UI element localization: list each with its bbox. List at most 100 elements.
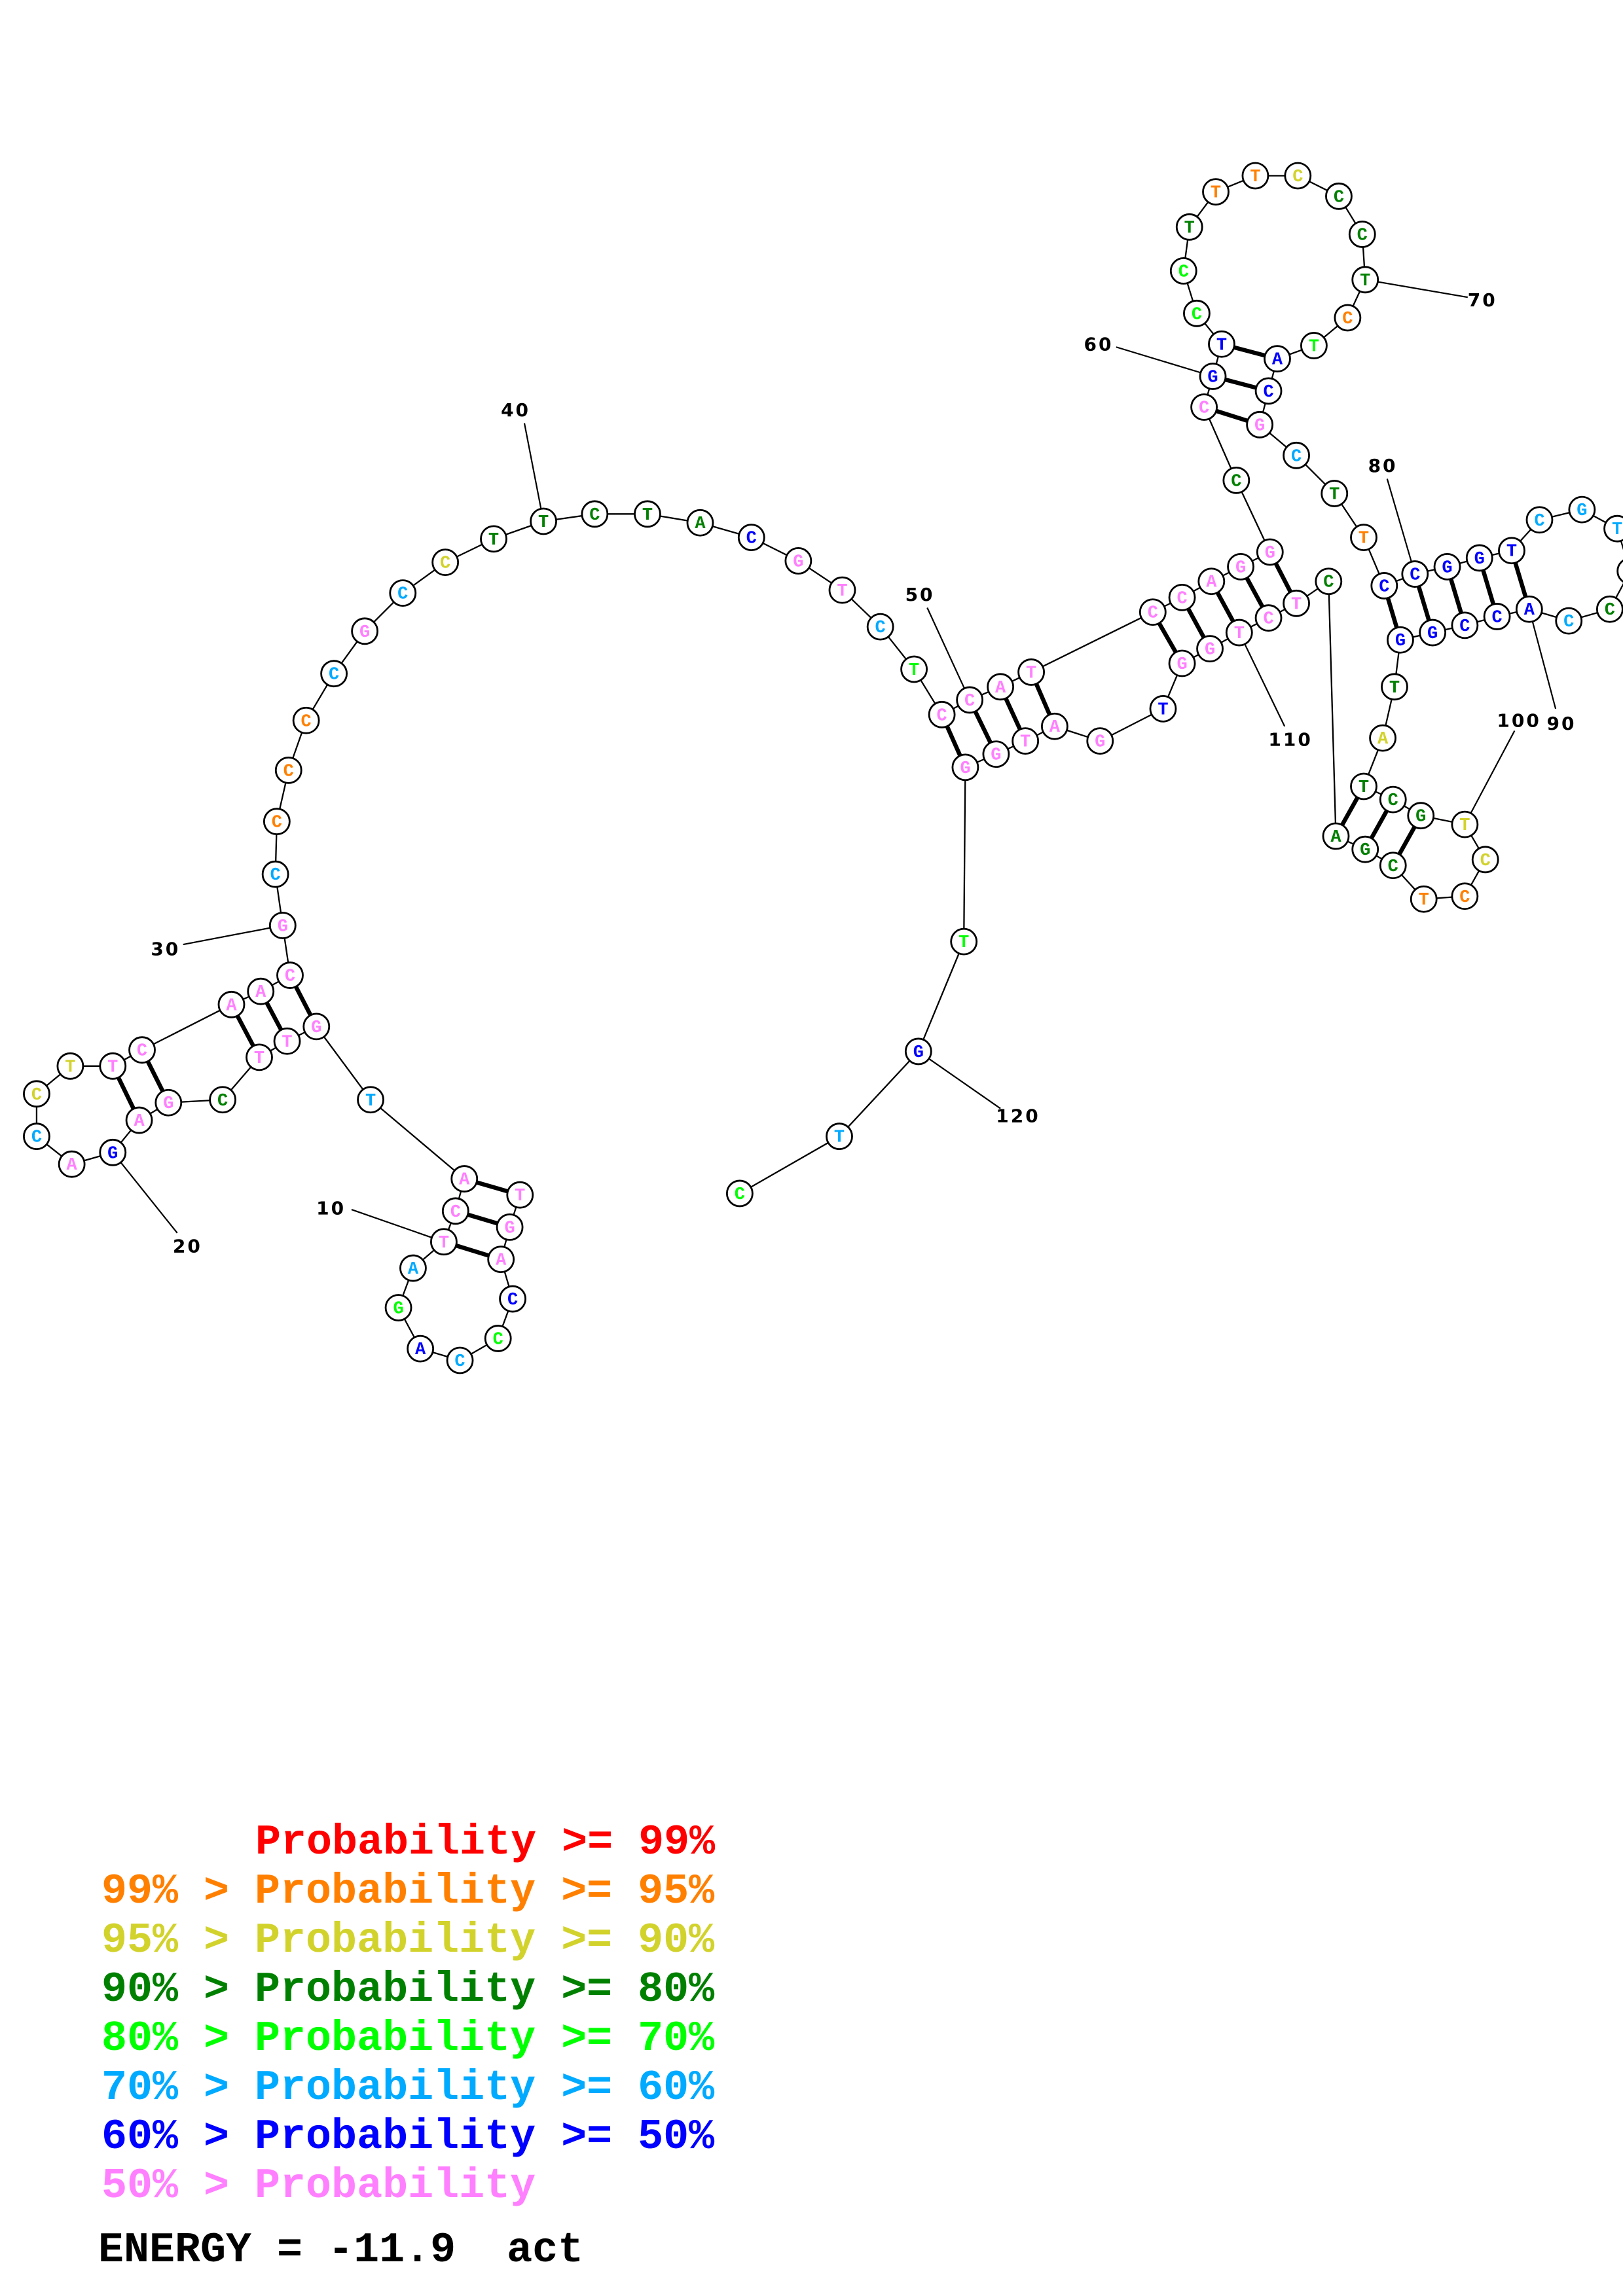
nucleotide: A: [1616, 559, 1623, 583]
nucleotide: T: [1351, 266, 1379, 294]
nucleotide: T: [530, 507, 557, 535]
nucleotide-circle: [1350, 772, 1377, 800]
nucleotide: G: [982, 740, 1010, 768]
nucleotide-letter: G: [278, 918, 288, 937]
nucleotide: G: [1407, 802, 1435, 830]
nucleotide-letter: T: [1506, 543, 1517, 562]
nucleotide-letter: A: [1524, 601, 1535, 620]
nucleotide-circle: [1348, 221, 1376, 248]
energy-readout: ENERGY = -11.9 act: [98, 2226, 583, 2274]
nucleotide: A: [987, 673, 1015, 701]
legend-row-lt50: 50% > Probability: [101, 2162, 536, 2210]
position-label-leader: [1464, 730, 1516, 825]
nucleotide-circle: [1284, 162, 1312, 190]
position-label-leader: [1386, 478, 1416, 575]
nucleotide-letter: T: [1020, 733, 1030, 753]
position-label-leader: [918, 1050, 1001, 1109]
nucleotide-circle: [1407, 802, 1435, 830]
nucleotide: T: [430, 1228, 458, 1256]
legend-row-ge80: 90% > Probability >= 80%: [101, 1965, 715, 2014]
nucleotide-letter: C: [1563, 613, 1574, 632]
nucleotide-letter: C: [937, 706, 947, 726]
legend-row-ge95: 99% > Probability >= 95%: [101, 1867, 715, 1916]
nucleotide: C: [1451, 611, 1479, 639]
nucleotide: T: [99, 1052, 127, 1080]
nucleotide-circle: [828, 576, 856, 604]
nucleotide-letter: C: [217, 1092, 228, 1111]
nucleotide: C: [23, 1080, 50, 1108]
nucleotide: C: [1379, 852, 1407, 880]
position-label: 70: [1468, 289, 1497, 311]
position-label-leader: [1238, 632, 1286, 727]
nucleotide-circle: [686, 509, 714, 537]
nucleotide: G: [1227, 552, 1254, 581]
nucleotide-circle: [292, 706, 320, 734]
nucleotide-circle: [1283, 589, 1310, 617]
nucleotide: C: [1283, 441, 1310, 469]
legend-row-ge60: 70% > Probability >= 60%: [101, 2064, 715, 2112]
nucleotide: G: [1199, 363, 1227, 390]
backbone-link: [1328, 581, 1337, 836]
nucleotide: T: [1283, 589, 1310, 617]
nucleotide-letter: G: [1427, 624, 1438, 644]
nucleotide-letter: A: [255, 983, 266, 1003]
nucleotide-letter: C: [746, 529, 757, 549]
nucleotide-circle: [1017, 658, 1046, 686]
nucleotide-letter: C: [272, 814, 282, 833]
nucleotide: T: [1498, 537, 1525, 565]
nucleotide-letter: C: [1459, 617, 1470, 637]
nucleotide-letter: T: [254, 1049, 264, 1069]
nucleotide-letter: T: [834, 1128, 845, 1148]
nucleotide-letter: G: [311, 1018, 321, 1038]
nucleotide-letter: C: [31, 1086, 42, 1105]
nucleotide-letter: G: [1415, 808, 1426, 827]
nucleotide-letter: C: [1292, 168, 1303, 187]
nucleotide-circle: [1283, 441, 1310, 469]
position-label: 120: [996, 1105, 1040, 1126]
nucleotide: G: [1568, 495, 1596, 524]
nucleotide-circle: [1419, 619, 1447, 647]
nucleotide-circle: [1254, 604, 1283, 632]
nucleotide-circle: [1041, 712, 1068, 740]
nucleotide: C: [446, 1346, 474, 1374]
nucleotide-circle: [23, 1080, 50, 1108]
nucleotide-circle: [1433, 552, 1461, 581]
nucleotide: T: [1321, 480, 1349, 507]
nucleotide: C: [1284, 162, 1312, 190]
nucleotide-letter: C: [1263, 383, 1273, 403]
nucleotide: T: [900, 655, 928, 683]
nucleotide: T: [1451, 810, 1479, 838]
nucleotide-circle: [351, 617, 379, 645]
nucleotide-letter: C: [964, 692, 975, 711]
nucleotide-letter: T: [439, 1234, 449, 1253]
nucleotide-circle: [1199, 363, 1227, 390]
nucleotide: G: [1419, 619, 1447, 647]
nucleotide-circle: [1369, 724, 1396, 752]
nucleotide-circle: [23, 1122, 50, 1151]
nucleotide-letter: C: [1491, 608, 1502, 628]
nucleotide: T: [1175, 213, 1203, 241]
nucleotide-circle: [1451, 810, 1479, 838]
nucleotide-circle: [1350, 524, 1377, 552]
nucleotide-letter: C: [1199, 399, 1209, 418]
nucleotide-circle: [1555, 607, 1583, 635]
nucleotide: C: [725, 1179, 754, 1208]
nucleotide: C: [263, 808, 291, 836]
nucleotide-letter: C: [1178, 262, 1189, 282]
nucleotide-circle: [866, 613, 894, 641]
nucleotide: T: [1300, 332, 1328, 359]
nucleotide-letter: C: [1291, 447, 1302, 467]
nucleotide: C: [1483, 603, 1511, 630]
position-label-leader: [1365, 279, 1468, 298]
nucleotide-circle: [1370, 572, 1398, 600]
nucleotide-letter: T: [1158, 700, 1168, 720]
nucleotide-circle: [480, 525, 507, 553]
nucleotide: A: [1041, 712, 1068, 740]
nucleotide-circle: [1603, 514, 1623, 543]
legend-row-ge90: 95% > Probability >= 90%: [101, 1916, 715, 1965]
nucleotide-circle: [1254, 377, 1283, 405]
nucleotide: A: [407, 1335, 435, 1363]
nucleotide-letter: T: [837, 582, 847, 601]
position-label-leader: [1528, 609, 1557, 709]
